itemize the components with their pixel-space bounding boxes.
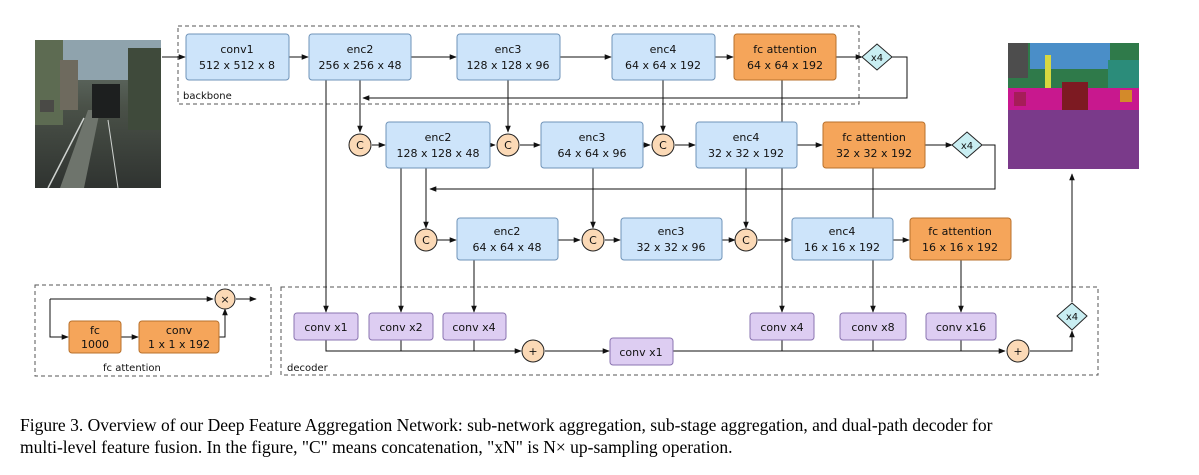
enc4-row1-dims: 64 x 64 x 192 xyxy=(625,59,701,72)
backbone-region xyxy=(177,25,860,105)
conv1-title: conv1 xyxy=(220,43,253,56)
decoder-conv-x1-block: conv x1 xyxy=(293,312,359,341)
caption-line-1: Figure 3. Overview of our Deep Feature A… xyxy=(20,415,993,435)
enc4-row3-dims: 16 x 16 x 192 xyxy=(804,241,880,254)
decoder-conv-x8-block: conv x8 xyxy=(839,312,907,341)
enc4-row2-dims: 32 x 32 x 192 xyxy=(708,147,784,160)
enc3-row2-title: enc3 xyxy=(579,131,606,144)
decoder-conv-x16-label: conv x16 xyxy=(936,321,986,334)
add-node: + xyxy=(1006,339,1030,363)
fc-1000-block: fc 1000 xyxy=(68,320,122,354)
fc-attention-row1-dims: 64 x 64 x 192 xyxy=(747,59,823,72)
fc-attention-label: fc attention xyxy=(103,363,161,374)
decoder-label: decoder xyxy=(287,363,329,374)
multiply-node: × xyxy=(214,288,236,310)
enc3-row3-dims: 32 x 32 x 96 xyxy=(637,241,706,254)
fc-attention-row1-title: fc attention xyxy=(753,43,817,56)
add-symbol: + xyxy=(528,345,537,358)
enc4-row2-block: enc4 32 x 32 x 192 xyxy=(695,121,798,169)
enc3-row1-dims: 128 x 128 x 96 xyxy=(467,59,550,72)
concat-node: C xyxy=(496,133,520,157)
fc-attention-row1-block: fc attention 64 x 64 x 192 xyxy=(733,33,837,81)
fc-attention-row3-dims: 16 x 16 x 192 xyxy=(922,241,998,254)
enc4-row2-title: enc4 xyxy=(733,131,760,144)
input-image xyxy=(35,40,161,189)
fc-attention-row3-block: fc attention 16 x 16 x 192 xyxy=(909,217,1012,261)
enc2-row2-block: enc2 128 x 128 x 48 xyxy=(385,121,491,169)
figure-caption: Figure 3. Overview of our Deep Feature A… xyxy=(20,414,1185,458)
decoder-conv-x1-mid-label: conv x1 xyxy=(619,346,662,359)
concat-node: C xyxy=(348,133,372,157)
concat-symbol: C xyxy=(504,139,512,152)
fc-attention-row3-title: fc attention xyxy=(928,225,992,238)
fc-attention-region xyxy=(34,284,272,377)
upsample-node: x4 xyxy=(1056,302,1088,331)
connectors xyxy=(49,54,1075,354)
concat-node: C xyxy=(651,133,675,157)
concat-symbol: C xyxy=(422,234,430,247)
enc2-row1-dims: 256 x 256 x 48 xyxy=(319,59,402,72)
enc3-row2-dims: 64 x 64 x 96 xyxy=(558,147,627,160)
fc-attention-row2-dims: 32 x 32 x 192 xyxy=(836,147,912,160)
fc-attention-row2-block: fc attention 32 x 32 x 192 xyxy=(822,121,926,169)
enc2-row2-title: enc2 xyxy=(425,131,452,144)
enc2-row2-dims: 128 x 128 x 48 xyxy=(397,147,480,160)
enc2-row1-block: enc2 256 x 256 x 48 xyxy=(308,33,412,81)
concat-node: C xyxy=(581,228,605,252)
upsample-node: x4 xyxy=(861,43,893,71)
backbone-label: backbone xyxy=(183,91,232,102)
enc4-row1-block: enc4 64 x 64 x 192 xyxy=(611,33,716,81)
decoder-conv-x16-block: conv x16 xyxy=(925,312,997,341)
multiply-symbol: × xyxy=(220,293,229,306)
enc3-row3-block: enc3 32 x 32 x 96 xyxy=(620,217,723,261)
enc4-row1-title: enc4 xyxy=(650,43,677,56)
enc3-row3-title: enc3 xyxy=(658,225,685,238)
concat-symbol: C xyxy=(742,234,750,247)
decoder-conv-x1-mid-block: conv x1 xyxy=(609,337,674,366)
fc-attention-row2-title: fc attention xyxy=(842,131,906,144)
enc2-row3-dims: 64 x 64 x 48 xyxy=(473,241,542,254)
add-symbol: + xyxy=(1013,345,1022,358)
concat-node: C xyxy=(414,228,438,252)
upsample-label: x4 xyxy=(871,53,883,64)
decoder-conv-x2-block: conv x2 xyxy=(368,312,434,341)
fc-1000-title: fc xyxy=(90,324,100,337)
concat-node: C xyxy=(734,228,758,252)
concat-symbol: C xyxy=(659,139,667,152)
concat-symbol: C xyxy=(356,139,364,152)
enc4-row3-title: enc4 xyxy=(829,225,856,238)
conv-1x1-dims: 1 x 1 x 192 xyxy=(148,338,210,351)
concat-symbol: C xyxy=(589,234,597,247)
enc3-row1-block: enc3 128 x 128 x 96 xyxy=(456,33,561,81)
upsample-node: x4 xyxy=(951,131,983,159)
decoder-conv-x8-label: conv x8 xyxy=(851,321,894,334)
decoder-conv-x1-label: conv x1 xyxy=(304,321,347,334)
enc3-row2-block: enc3 64 x 64 x 96 xyxy=(540,121,644,169)
add-node: + xyxy=(521,339,545,363)
decoder-conv-x4-left-block: conv x4 xyxy=(442,312,507,341)
conv1-dims: 512 x 512 x 8 xyxy=(199,59,275,72)
segmentation-output-image xyxy=(1008,43,1139,169)
enc3-row1-title: enc3 xyxy=(495,43,522,56)
upsample-label: x4 xyxy=(961,141,973,152)
decoder-conv-x4-right-label: conv x4 xyxy=(760,321,803,334)
enc2-row3-title: enc2 xyxy=(494,225,521,238)
conv-1x1-block: conv 1 x 1 x 192 xyxy=(138,320,220,354)
enc2-row3-block: enc2 64 x 64 x 48 xyxy=(456,217,559,261)
conv-1x1-title: conv xyxy=(166,324,193,337)
enc2-row1-title: enc2 xyxy=(347,43,374,56)
fc-1000-dims: 1000 xyxy=(81,338,109,351)
caption-line-2: multi-level feature fusion. In the figur… xyxy=(20,437,733,457)
upsample-label: x4 xyxy=(1066,312,1078,323)
enc4-row3-block: enc4 16 x 16 x 192 xyxy=(791,217,894,261)
decoder-conv-x2-label: conv x2 xyxy=(379,321,422,334)
decoder-conv-x4-left-label: conv x4 xyxy=(452,321,495,334)
conv1-block: conv1 512 x 512 x 8 xyxy=(185,33,290,81)
decoder-region xyxy=(280,286,1099,376)
decoder-conv-x4-right-block: conv x4 xyxy=(749,312,815,341)
